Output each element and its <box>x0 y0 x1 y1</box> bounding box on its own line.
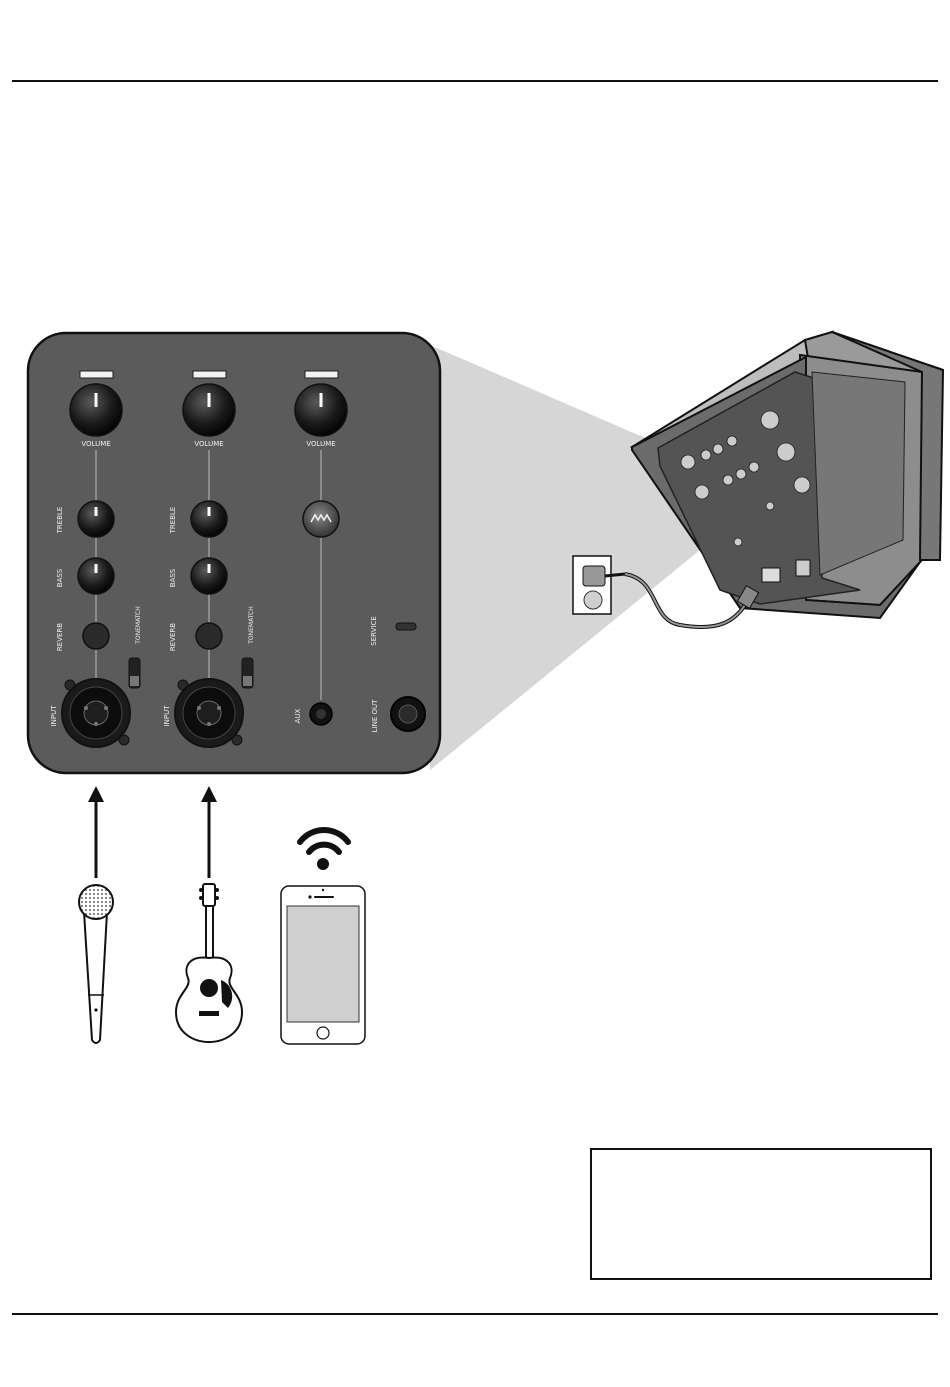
channel-1-treble-knob <box>78 501 114 537</box>
channel-1-tonematch-label: TONEMATCH <box>135 606 142 645</box>
channel-1-input-label: INPUT <box>50 705 58 727</box>
channel-2-reverb-knob <box>196 623 222 649</box>
acoustic-guitar-icon <box>176 884 242 1042</box>
channel-1-volume-label: VOLUME <box>81 440 110 448</box>
smartphone-icon <box>281 886 365 1044</box>
control-panel: VOLUME TREBLE BASS REVERB TONEMATCH INPU… <box>28 333 440 773</box>
channel-2-indicator <box>193 371 226 378</box>
channel-2-reverb-label: REVERB <box>169 623 177 651</box>
channel-2-bass-knob <box>191 558 227 594</box>
service-label: SERVICE <box>370 616 378 646</box>
microphone-icon <box>79 885 113 1043</box>
zoom-projection <box>430 345 700 770</box>
channel-2-input-label: INPUT <box>163 705 171 727</box>
wireless-signal-icon <box>300 830 348 870</box>
signal-arrow-mic <box>88 786 104 878</box>
channel-1-volume-knob <box>70 384 122 436</box>
channel-1-reverb-knob <box>83 623 109 649</box>
service-port <box>396 623 416 630</box>
channel-3-volume-label: VOLUME <box>306 440 335 448</box>
channel-2-tonematch-label: TONEMATCH <box>248 606 255 645</box>
line-out-label: LINE OUT <box>371 699 379 732</box>
speaker-illustration <box>632 332 943 618</box>
channel-3-indicator <box>305 371 338 378</box>
channel-1-indicator <box>80 371 113 378</box>
channel-1-treble-label: TREBLE <box>56 507 64 535</box>
channel-1-bass-knob <box>78 558 114 594</box>
channel-1-bass-label: BASS <box>56 568 64 587</box>
channel-3-volume-knob <box>295 384 347 436</box>
channel-2-volume-label: VOLUME <box>194 440 223 448</box>
bluetooth-pairing-button <box>303 501 339 537</box>
channel-1-reverb-label: REVERB <box>56 623 64 651</box>
channel-2-treble-label: TREBLE <box>169 507 177 535</box>
channel-2-volume-knob <box>183 384 235 436</box>
signal-arrow-guitar <box>201 786 217 878</box>
channel-2-treble-knob <box>191 501 227 537</box>
note-box <box>590 1148 932 1280</box>
channel-2-bass-label: BASS <box>169 568 177 587</box>
aux-label: AUX <box>294 708 302 723</box>
